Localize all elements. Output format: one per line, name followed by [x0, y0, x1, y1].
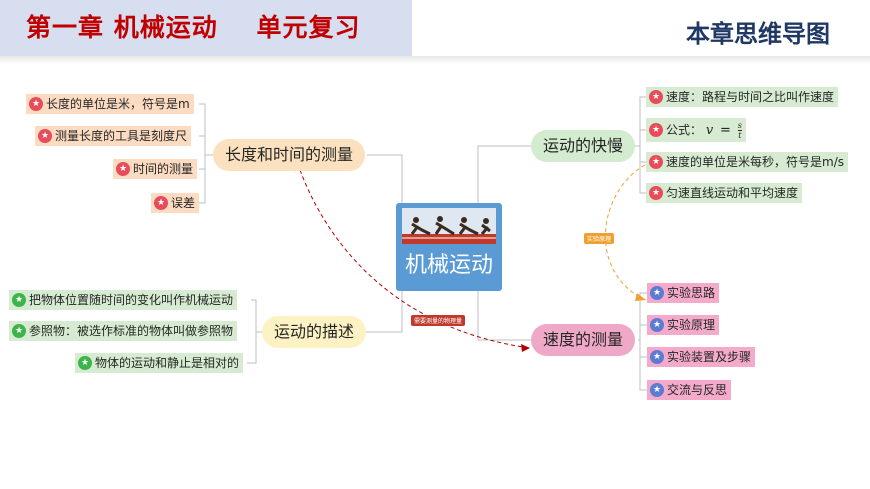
leaf-error[interactable]: ★误差: [151, 193, 200, 213]
leaf-experiment-principle[interactable]: ★实验原理: [647, 315, 720, 335]
leaf-experiment-idea[interactable]: ★实验思路: [647, 283, 720, 303]
star-icon: ★: [650, 350, 664, 364]
star-icon: ★: [29, 97, 43, 111]
star-icon: ★: [649, 155, 663, 169]
leaf-relative-motion[interactable]: ★物体的运动和静止是相对的: [75, 353, 244, 373]
section-title: 本章思维导图: [686, 20, 830, 48]
star-icon: ★: [12, 293, 26, 307]
leaf-label: 物体的运动和静止是相对的: [95, 356, 240, 370]
relation-measure-arrow: [521, 344, 530, 352]
connector-center-length-time: [367, 154, 403, 220]
leaf-label: 速度：路程与时间之比叫作速度: [666, 90, 835, 104]
star-icon: ★: [649, 186, 663, 200]
leaf-length-unit[interactable]: ★长度的单位是米，符号是m: [26, 94, 194, 114]
leaf-speed-formula[interactable]: ★公式： v = s t: [646, 118, 746, 142]
leaf-reflection[interactable]: ★交流与反思: [647, 380, 732, 400]
star-icon: ★: [154, 196, 168, 210]
leaf-label: 参照物：被选作标准的物体叫做参照物: [29, 324, 234, 338]
leaf-mechanical-motion[interactable]: ★把物体位置随时间的变化叫作机械运动: [9, 290, 238, 310]
leaf-label: 交流与反思: [667, 383, 728, 397]
topic-length-time[interactable]: 长度和时间的测量: [213, 139, 366, 171]
leaf-label: 误差: [171, 196, 196, 210]
topic-measure-speed[interactable]: 速度的测量: [531, 324, 636, 356]
star-icon: ★: [649, 123, 663, 137]
sprinters-drawing: [402, 216, 496, 244]
leaf-uniform-motion[interactable]: ★匀速直线运动和平均速度: [646, 183, 803, 203]
connector-measure-leaves: [638, 292, 647, 391]
leaf-label: 长度的单位是米，符号是m: [46, 97, 190, 111]
connector-description-leaves: [247, 299, 262, 364]
formula-fraction: s t: [737, 121, 742, 140]
formula-denominator: t: [738, 131, 742, 140]
connector-center-description: [365, 280, 403, 333]
leaf-label: 实验思路: [667, 286, 716, 300]
leaf-label: 实验原理: [667, 318, 716, 332]
leaf-speed-definition[interactable]: ★速度：路程与时间之比叫作速度: [646, 87, 839, 107]
relation-principle-arrow: [635, 293, 646, 301]
center-label: 机械运动: [404, 253, 493, 278]
connector-center-speed: [477, 145, 531, 215]
star-icon: ★: [116, 162, 130, 176]
leaf-reference-object[interactable]: ★参照物：被选作标准的物体叫做参照物: [9, 321, 238, 341]
star-icon: ★: [649, 90, 663, 104]
leaf-label: 测量长度的工具是刻度尺: [55, 129, 188, 143]
formula-v: v: [705, 123, 714, 138]
star-icon: ★: [38, 129, 52, 143]
leaf-length-tool[interactable]: ★测量长度的工具是刻度尺: [35, 126, 192, 146]
leaf-label: 时间的测量: [133, 162, 194, 176]
center-node[interactable]: 机械运动: [396, 203, 502, 291]
topic-speed[interactable]: 运动的快慢: [531, 130, 636, 162]
formula-numerator: s: [737, 121, 742, 131]
leaf-speed-unit[interactable]: ★速度的单位是米每秒，符号是m/s: [646, 152, 848, 172]
star-icon: ★: [78, 356, 92, 370]
leaf-label: 匀速直线运动和平均速度: [666, 186, 799, 200]
leaf-experiment-setup[interactable]: ★实验装置及步骤: [647, 347, 756, 367]
sprinters-photo: [402, 208, 496, 244]
leaf-time-measure[interactable]: ★时间的测量: [113, 159, 198, 179]
relation-tag-measure: 需要测量的物理量: [411, 315, 466, 326]
leaf-label: 实验装置及步骤: [667, 350, 752, 364]
relation-tag-principle: 实验原理: [584, 233, 615, 244]
leaf-label: 公式：: [666, 123, 703, 137]
star-icon: ★: [650, 286, 664, 300]
connector-speed-leaves: [634, 96, 646, 194]
formula-equals: =: [720, 123, 731, 138]
connector-length-time-leaves: [199, 103, 213, 204]
page-title: 第一章 机械运动 单元复习: [26, 13, 361, 42]
header-shadow: [0, 56, 870, 64]
header-band: [0, 0, 412, 56]
star-icon: ★: [650, 318, 664, 332]
leaf-label: 把物体位置随时间的变化叫作机械运动: [29, 293, 234, 307]
star-icon: ★: [650, 383, 664, 397]
relation-principle-line: [604, 164, 646, 301]
topic-description[interactable]: 运动的描述: [262, 316, 367, 348]
connector-center-measure: [477, 290, 531, 341]
leaf-label: 速度的单位是米每秒，符号是m/s: [666, 155, 844, 169]
star-icon: ★: [12, 324, 26, 338]
